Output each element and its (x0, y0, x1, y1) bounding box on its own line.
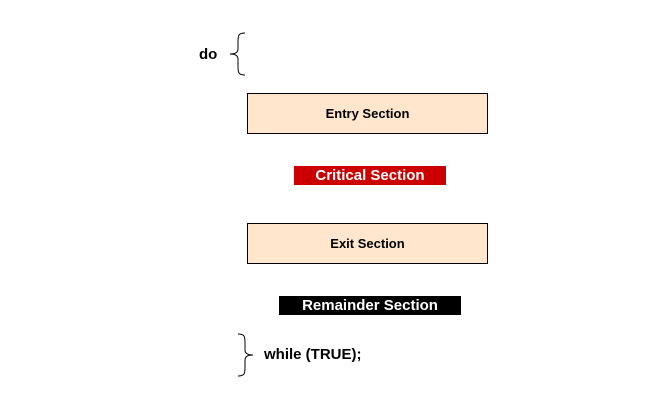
do-keyword: do (199, 46, 218, 63)
exit-section-label: Exit Section (330, 236, 405, 251)
entry-section-box: Entry Section (247, 93, 488, 134)
entry-section-label: Entry Section (325, 106, 410, 121)
critical-section-text: Critical Section (315, 167, 425, 184)
exit-section-box: Exit Section (247, 223, 488, 264)
critical-section-label: Critical Section (294, 166, 446, 185)
left-curly-brace-icon (229, 32, 246, 76)
right-curly-brace-icon (237, 333, 254, 377)
while-clause: while (TRUE); (264, 346, 362, 363)
remainder-section-label: Remainder Section (279, 296, 461, 315)
remainder-section-text: Remainder Section (302, 297, 438, 314)
